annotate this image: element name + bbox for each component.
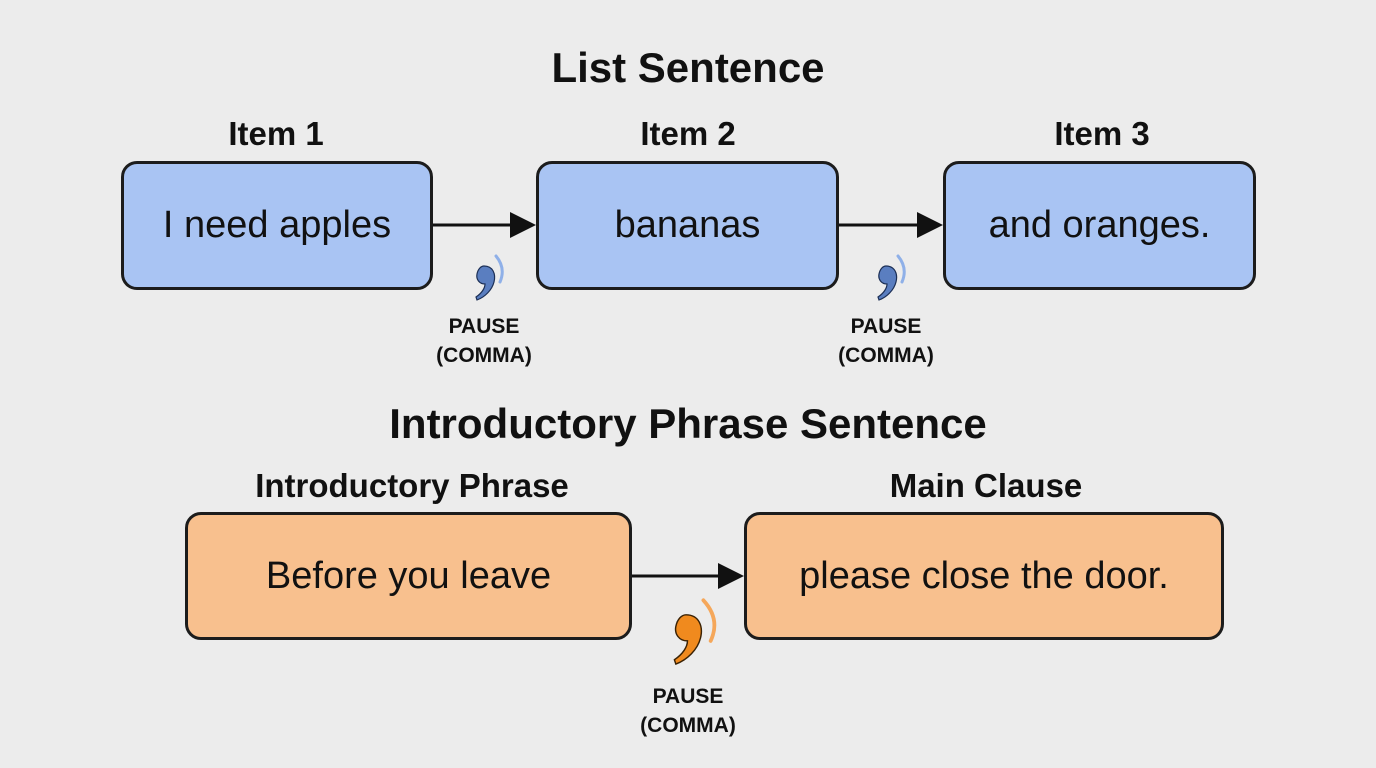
pause-label-2-line1: PAUSE: [850, 315, 922, 338]
list-sentence-title: List Sentence: [551, 44, 825, 91]
pause-label-1-line2: (COMMA): [436, 344, 532, 367]
item-1-label: Item 1: [228, 115, 324, 152]
item-1-text: I need apples: [162, 204, 392, 246]
pause-label-1: PAUSE (COMMA): [436, 312, 532, 370]
intro-phrase-box: Before you leave: [185, 512, 632, 640]
main-clause-text: please close the door.: [799, 554, 1169, 597]
comma-icon: [475, 254, 504, 301]
item-3-box: and oranges.: [943, 161, 1256, 290]
arrow-2: [839, 212, 943, 238]
item-3-label: Item 3: [1054, 115, 1150, 152]
item-1-box: I need apples: [121, 161, 433, 290]
item-3-text: and oranges.: [988, 204, 1211, 246]
pause-label-3-line2: (COMMA): [640, 714, 736, 737]
pause-label-3-line1: PAUSE: [652, 685, 724, 708]
pause-label-3: PAUSE (COMMA): [640, 682, 736, 740]
intro-phrase-text: Before you leave: [265, 554, 552, 597]
main-clause-label: Main Clause: [889, 467, 1083, 504]
arrow-1: [433, 212, 536, 238]
comma-icon: [877, 254, 906, 301]
intro-sentence-title: Introductory Phrase Sentence: [389, 400, 987, 447]
pause-label-2: PAUSE (COMMA): [838, 312, 934, 370]
item-2-text: bananas: [614, 204, 761, 246]
arrow-3: [632, 563, 744, 589]
item-2-box: bananas: [536, 161, 839, 290]
pause-label-1-line1: PAUSE: [448, 315, 520, 338]
intro-phrase-label: Introductory Phrase: [255, 467, 569, 504]
comma-icon: [673, 598, 717, 666]
main-clause-box: please close the door.: [744, 512, 1224, 640]
pause-label-2-line2: (COMMA): [838, 344, 934, 367]
item-2-label: Item 2: [640, 115, 736, 152]
